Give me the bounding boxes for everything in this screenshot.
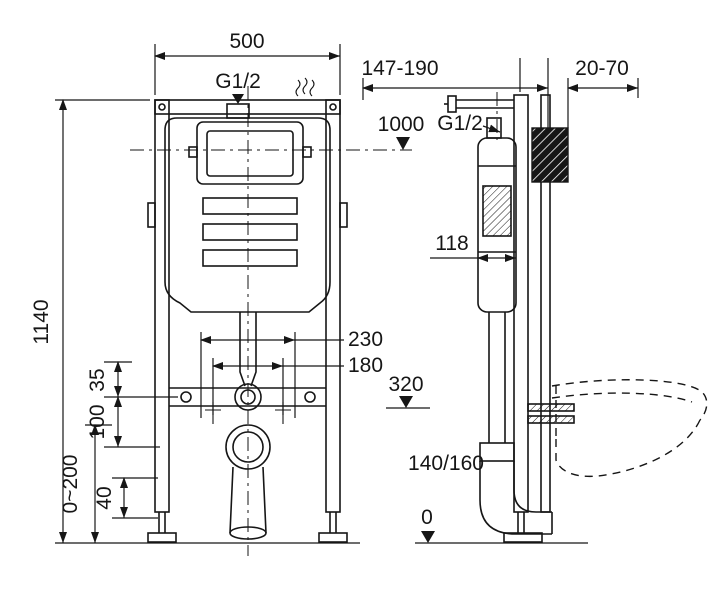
dim-35-group: 35 [86,361,178,398]
wall-section-hatch [531,127,569,183]
front-frame [147,99,348,543]
dim-118-group: 118 [430,232,516,262]
dim-140-160: 140/160 [408,452,484,475]
level-marker-triangle [396,137,410,150]
cistern-side [477,117,517,313]
inlet-arrow-icon [482,124,501,133]
dim-100-group: 100 [86,396,160,448]
inlet-fitting-front [226,94,250,119]
level-marker-triangle [399,396,413,408]
steam-icon [295,77,315,97]
dim-118: 118 [435,232,468,255]
flush-bend-port [234,383,262,411]
level-1000: 1000 [378,113,425,136]
level-1000-group: 1000 [130,113,425,151]
wall-anchor-screw [447,95,457,113]
dim-20-70: 20-70 [575,57,629,80]
dim-1140-group: 1140 [30,99,150,543]
dim-35: 35 [86,368,109,391]
dim-500: 500 [229,30,264,53]
front-pipes-and-fixings [169,312,326,540]
dim-230-group: 230 [200,328,383,418]
dim-230: 230 [348,328,383,351]
level-320-group: 320 [386,373,430,409]
inlet-arrow-icon [232,94,244,104]
dim-180: 180 [348,354,383,377]
fixing-bolt-side [527,403,575,412]
dim-0-200: 0~200 [59,455,82,514]
flush-mechanism [482,185,512,237]
level-0-group: 0 [421,506,435,543]
dim-180-group: 180 [212,354,383,415]
inlet-label-side-group: G1/2 [437,112,501,135]
dim-500-group: 500 [154,30,341,95]
side-pipes [479,312,575,535]
inlet-label-side: G1/2 [437,112,483,135]
inlet-label-front: G1/2 [215,70,261,93]
dim-1140: 1140 [30,299,53,344]
level-0: 0 [421,506,433,529]
dim-147-190-group: 147-190 [361,57,569,128]
dim-100: 100 [86,404,109,439]
dim-20-70-group: 20-70 [567,57,639,98]
flush-plate-opening [206,130,294,177]
dimensions: 500 G1/2 1140 35 100 40 0~20 [30,30,639,544]
front-view [147,77,348,556]
dim-0-200-group: 0~200 [59,424,112,543]
level-marker-triangle [421,531,435,543]
drain-socket [225,424,271,470]
level-320: 320 [388,373,423,396]
dim-40: 40 [93,486,116,509]
dim-147-190: 147-190 [361,57,438,80]
outlet-elbow [479,461,553,535]
toilet-bowl-outline [551,379,708,478]
cistern-front [164,117,331,313]
dim-40-group: 40 [93,477,158,519]
